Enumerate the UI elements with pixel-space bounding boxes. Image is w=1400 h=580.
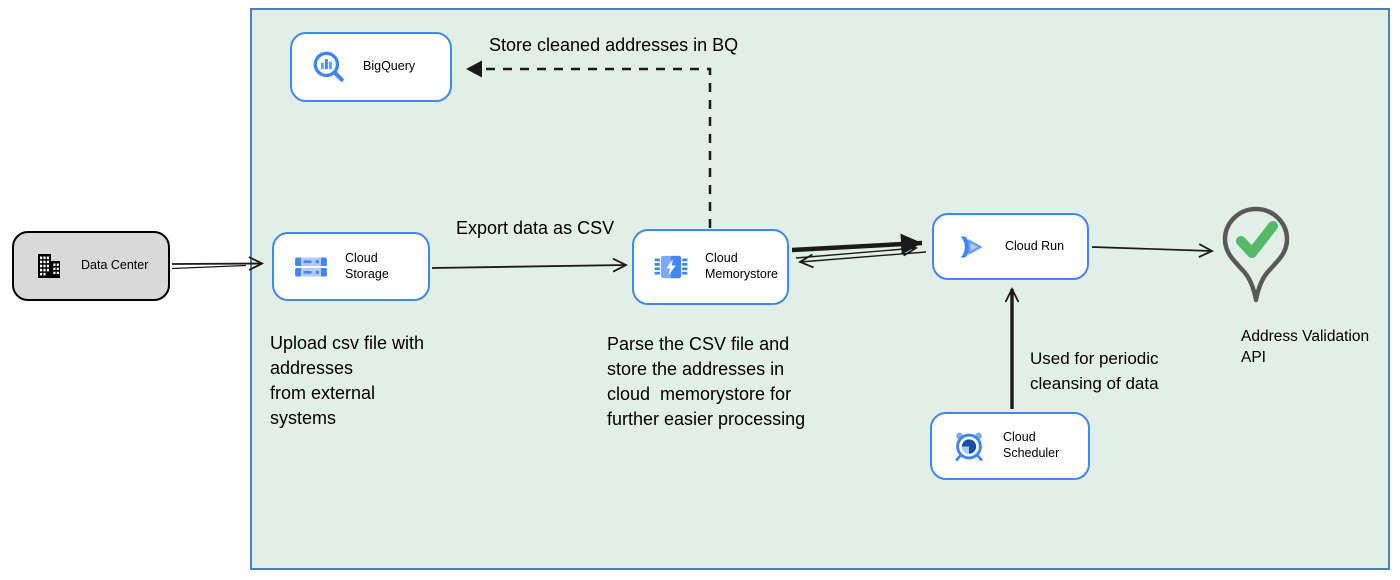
node-label: Cloud Run <box>1005 238 1065 253</box>
cloud-boundary-container <box>250 8 1390 570</box>
node-address-validation-api[interactable] <box>1220 206 1292 332</box>
annotation-store-bq: Store cleaned addresses in BQ <box>489 35 739 55</box>
label-line: Address Validation <box>1241 328 1370 345</box>
note-line: systems <box>270 408 337 428</box>
note-line: Used for periodic <box>1030 349 1159 368</box>
annotation-scheduler-note: Used for periodic cleansing of data <box>1030 346 1159 396</box>
note-line: Upload csv file with <box>270 333 425 353</box>
node-cloud-storage[interactable]: Cloud Storage <box>272 232 430 301</box>
node-label: Cloud Memorystore <box>705 251 778 281</box>
node-cloud-run[interactable]: Cloud Run <box>932 213 1089 280</box>
address-validation-api-label: Address Validation API <box>1241 326 1400 368</box>
cloud-run-icon <box>952 228 990 266</box>
annotation-parse-note: Parse the CSV file and store the address… <box>607 332 805 432</box>
note-line: from external <box>270 383 376 403</box>
note-line: Parse the CSV file and <box>607 334 790 354</box>
node-label: Cloud Storage <box>345 250 389 281</box>
note-line: cleansing of data <box>1030 374 1159 393</box>
building-icon <box>32 249 66 283</box>
label-line: API <box>1241 349 1266 366</box>
annotation-upload-note: Upload csv file with addresses from exte… <box>270 331 424 431</box>
node-label: Data Center <box>81 258 149 273</box>
note-line: addresses <box>270 358 354 378</box>
annotation-export-csv: Export data as CSV <box>456 218 615 238</box>
node-cloud-scheduler[interactable]: Cloud Scheduler <box>930 412 1090 480</box>
node-label: Cloud Scheduler <box>1003 430 1060 460</box>
node-label: BigQuery <box>363 59 416 74</box>
map-pin-check-icon <box>1220 206 1292 336</box>
alarm-clock-icon <box>950 427 988 465</box>
note-line: cloud memorystore for <box>607 384 792 404</box>
cloud-storage-icon <box>292 248 330 286</box>
note-line: further easier processing <box>607 409 806 429</box>
bigquery-icon <box>310 48 348 86</box>
note-line: store the addresses in <box>607 359 785 379</box>
node-data-center[interactable]: Data Center <box>12 231 170 301</box>
memorystore-chip-icon <box>652 248 690 286</box>
node-bigquery[interactable]: BigQuery <box>290 32 452 102</box>
node-cloud-memorystore[interactable]: Cloud Memorystore <box>632 229 789 305</box>
